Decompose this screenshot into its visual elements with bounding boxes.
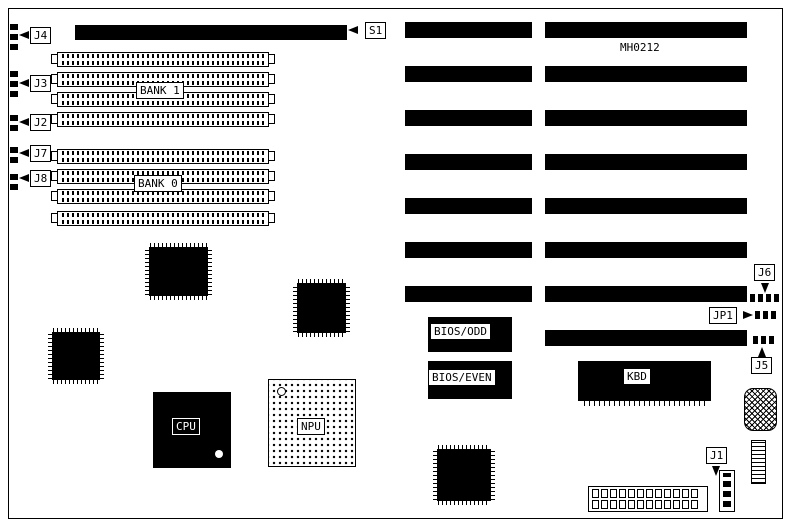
expansion-slot bbox=[405, 66, 532, 82]
cpu-pin1-dot bbox=[215, 450, 223, 458]
expansion-slot bbox=[545, 330, 747, 346]
power-pin bbox=[682, 500, 689, 509]
power-pin bbox=[646, 489, 653, 498]
label-arrow bbox=[19, 31, 29, 39]
power-pin bbox=[664, 500, 671, 509]
power-pin bbox=[673, 489, 680, 498]
j6-connector bbox=[750, 294, 779, 302]
power-pin bbox=[655, 500, 662, 509]
label-arrow bbox=[712, 466, 720, 476]
j8-connector bbox=[10, 174, 18, 190]
power-pin-row bbox=[592, 489, 704, 498]
j8-label: J8 bbox=[30, 170, 52, 187]
expansion-slot bbox=[405, 242, 532, 258]
simm-socket bbox=[51, 211, 275, 226]
power-pin bbox=[610, 489, 617, 498]
label-arrow bbox=[19, 174, 29, 182]
j7-label: J7 bbox=[30, 145, 52, 162]
expansion-slot bbox=[545, 66, 747, 82]
expansion-slot bbox=[545, 242, 747, 258]
bank1-label: BANK 1 bbox=[136, 82, 184, 99]
bios-odd-label: BIOS/ODD bbox=[430, 323, 491, 340]
expansion-slot bbox=[545, 22, 747, 38]
bank0-label: BANK 0 bbox=[134, 175, 182, 192]
label-arrow bbox=[19, 79, 29, 87]
expansion-slot bbox=[405, 198, 532, 214]
expansion-slot bbox=[405, 110, 532, 126]
board-outline bbox=[8, 8, 783, 519]
j1-connector bbox=[719, 470, 735, 512]
j4-connector bbox=[10, 24, 18, 54]
j5-label: J5 bbox=[751, 357, 773, 374]
expansion-slot bbox=[405, 286, 532, 302]
power-pin bbox=[610, 500, 617, 509]
label-arrow bbox=[19, 149, 29, 157]
power-pin bbox=[592, 489, 599, 498]
j1-label: J1 bbox=[706, 447, 728, 464]
expansion-slot bbox=[545, 286, 747, 302]
power-pin bbox=[637, 489, 644, 498]
j3-connector bbox=[10, 71, 18, 97]
j2-connector bbox=[10, 115, 18, 131]
label-arrow bbox=[758, 347, 766, 357]
jp1-label: JP1 bbox=[709, 307, 737, 324]
npu-label: NPU bbox=[297, 418, 325, 435]
qfp-chip bbox=[145, 243, 212, 300]
label-arrow bbox=[19, 118, 29, 126]
power-pin bbox=[691, 489, 698, 498]
power-pin-row bbox=[592, 500, 704, 509]
j6-label: J6 bbox=[754, 264, 776, 281]
power-pin bbox=[628, 489, 635, 498]
power-pin bbox=[619, 489, 626, 498]
bios-even-label: BIOS/EVEN bbox=[428, 369, 496, 386]
power-pin bbox=[655, 489, 662, 498]
power-pin bbox=[646, 500, 653, 509]
expansion-slot bbox=[545, 198, 747, 214]
label-arrow bbox=[743, 311, 753, 319]
keyboard-din-connector bbox=[744, 388, 777, 431]
power-pin bbox=[637, 500, 644, 509]
model-number: MH0212 bbox=[620, 41, 660, 54]
qfp-chip bbox=[48, 328, 104, 384]
npu-pin1-dot bbox=[277, 387, 286, 396]
jp1-connector bbox=[755, 311, 776, 319]
dip-switch-s1 bbox=[75, 25, 347, 40]
expansion-slot bbox=[545, 110, 747, 126]
expansion-slot bbox=[545, 154, 747, 170]
simm-socket bbox=[51, 149, 275, 164]
qfp-chip bbox=[433, 445, 495, 505]
power-connector bbox=[588, 486, 708, 512]
power-pin bbox=[601, 489, 608, 498]
s1-label: S1 bbox=[365, 22, 387, 39]
kbd-label: KBD bbox=[623, 368, 651, 385]
label-arrow bbox=[761, 283, 769, 293]
j3-label: J3 bbox=[30, 75, 52, 92]
power-pin bbox=[682, 489, 689, 498]
simm-socket bbox=[51, 52, 275, 67]
cpu-label: CPU bbox=[172, 418, 200, 435]
power-pin bbox=[619, 500, 626, 509]
power-pin bbox=[601, 500, 608, 509]
expansion-slot bbox=[405, 22, 532, 38]
power-pin bbox=[592, 500, 599, 509]
power-pin bbox=[691, 500, 698, 509]
qfp-chip bbox=[293, 279, 350, 337]
power-pin bbox=[673, 500, 680, 509]
j5-connector bbox=[753, 336, 774, 344]
j7-connector bbox=[10, 147, 18, 163]
j2-label: J2 bbox=[30, 114, 52, 131]
j4-label: J4 bbox=[30, 27, 52, 44]
power-pin bbox=[628, 500, 635, 509]
expansion-slot bbox=[405, 154, 532, 170]
power-pin bbox=[664, 489, 671, 498]
label-arrow bbox=[348, 26, 358, 34]
simm-socket bbox=[51, 112, 275, 127]
edge-component bbox=[751, 440, 766, 484]
